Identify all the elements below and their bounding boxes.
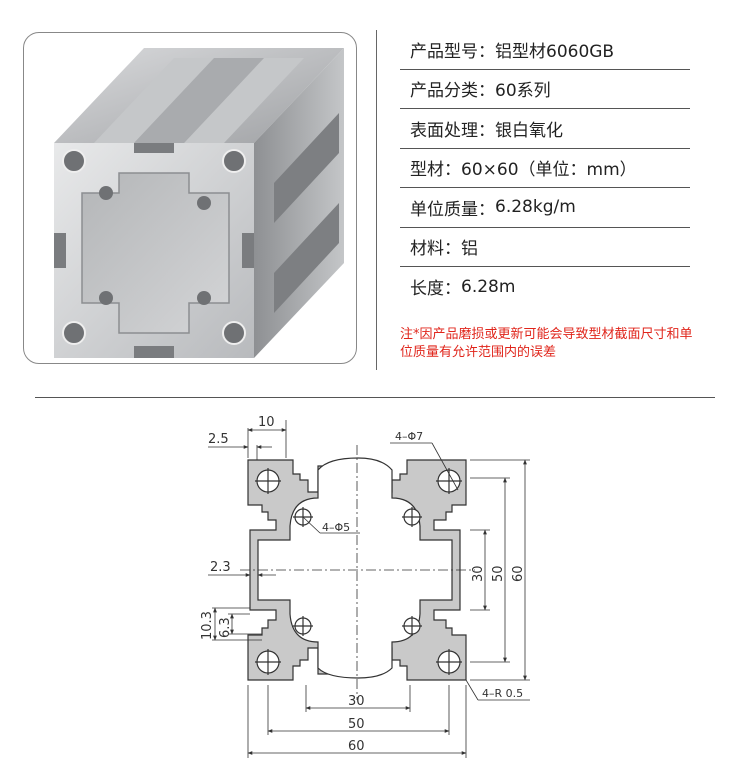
spec-sep: ： [444, 239, 461, 260]
dim-hole-small: 4–Φ5 [322, 521, 350, 534]
spec-sep: ： [478, 81, 495, 102]
spec-sep: ： [478, 41, 495, 62]
spec-sep: ： [444, 160, 461, 181]
spec-label: 长度 [410, 279, 444, 300]
spec-value: 6.28m [461, 276, 516, 297]
dim-10-3: 10.3 [200, 611, 215, 640]
dim-right-60: 60 [511, 565, 526, 582]
dim-right-30: 30 [471, 565, 486, 582]
tolerance-note: 注*因产品磨损或更新可能会导致型材截面尺寸和单位质量有允许范围内的误差 [400, 327, 693, 360]
dim-radius: 4–R 0.5 [482, 687, 523, 700]
horizontal-divider [35, 397, 715, 398]
dim-hole-large: 4–Φ7 [395, 430, 423, 443]
spec-value: 6.28kg/m [495, 197, 576, 218]
cross-section-drawing: 10 2.5 4–Φ7 4–Φ5 2.3 10.3 6.3 30 50 60 3… [200, 415, 530, 758]
dim-bottom-30: 30 [348, 694, 365, 709]
spec-row-model: 产品型号：铝型材6060GB [400, 30, 690, 70]
dim-bottom-60: 60 [348, 739, 365, 754]
spec-sep: ： [478, 120, 495, 141]
dim-bottom-50: 50 [348, 717, 365, 732]
spec-value: 60×60（单位：mm） [461, 160, 637, 181]
inner-holes [293, 507, 422, 636]
dimension-lines [208, 420, 530, 758]
dim-2-5: 2.5 [208, 432, 229, 447]
spec-label: 单位质量 [410, 199, 478, 220]
spec-row-length: 长度：6.28m [400, 267, 690, 307]
spec-row-material: 材料：铝 [400, 228, 690, 267]
spec-label: 产品型号 [410, 41, 478, 62]
corner-holes [255, 468, 462, 675]
spec-value: 铝 [461, 239, 478, 260]
spec-row-weight: 单位质量：6.28kg/m [400, 188, 690, 228]
dim-right-50: 50 [491, 565, 506, 582]
dim-10: 10 [258, 415, 275, 430]
spec-row-profile: 型材：60×60（单位：mm） [400, 149, 690, 188]
spec-label: 材料 [410, 239, 444, 260]
aluminum-profile-render [54, 48, 344, 358]
spec-sep: ： [444, 279, 461, 300]
spec-row-category: 产品分类：60系列 [400, 70, 690, 109]
spec-value: 铝型材6060GB [495, 41, 615, 62]
spec-value: 银白氧化 [495, 120, 563, 141]
spec-label: 表面处理 [410, 120, 478, 141]
spec-value: 60系列 [495, 81, 551, 102]
dim-6-3: 6.3 [218, 617, 233, 638]
center-lines [240, 445, 475, 700]
spec-list: 产品型号：铝型材6060GB 产品分类：60系列 表面处理：银白氧化 型材：60… [400, 30, 690, 307]
spec-row-surface: 表面处理：银白氧化 [400, 109, 690, 149]
spec-sep: ： [478, 199, 495, 220]
dim-2-3: 2.3 [210, 560, 231, 575]
product-photo [23, 32, 357, 364]
vertical-divider [376, 30, 377, 370]
spec-label: 型材 [410, 160, 444, 181]
spec-label: 产品分类 [410, 81, 478, 102]
